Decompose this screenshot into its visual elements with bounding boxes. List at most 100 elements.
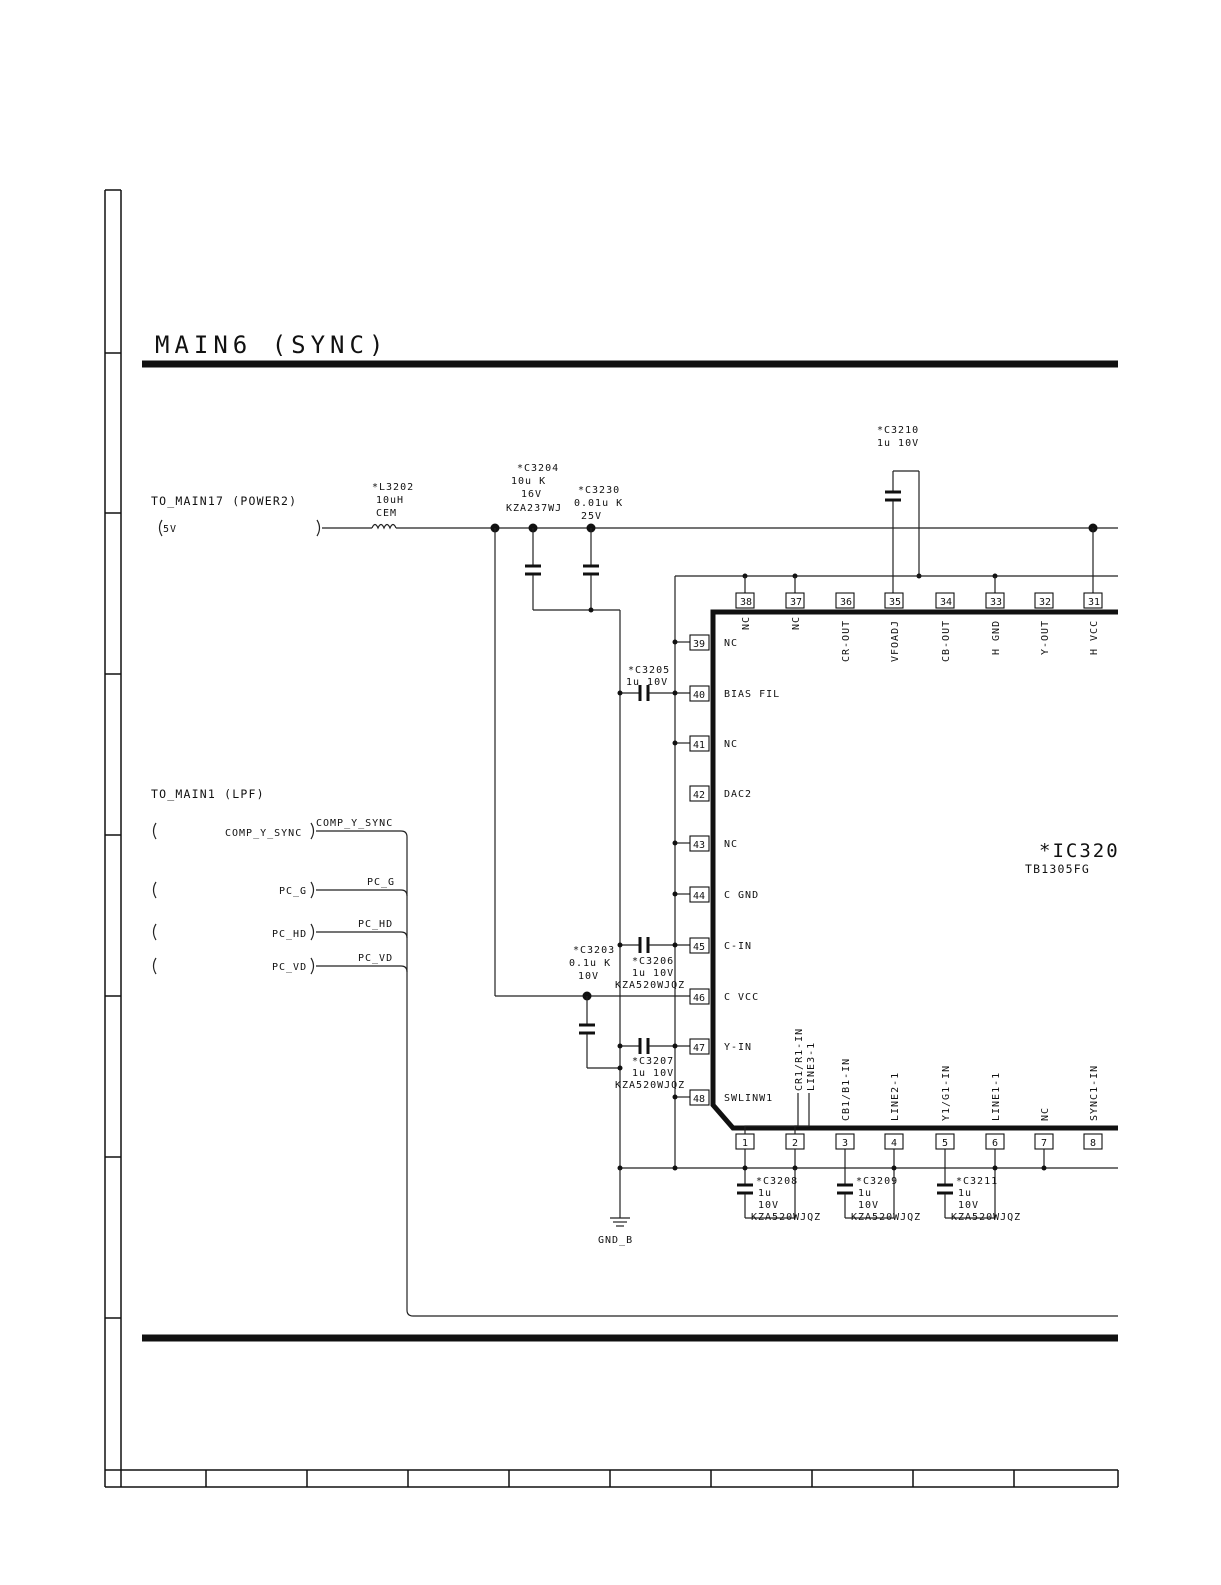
pin-number: 43 — [693, 840, 705, 851]
capacitor-C3204: *C3204 10u K 16V KZA237WJ — [506, 463, 620, 611]
power-pin-label: 5V — [163, 524, 177, 535]
pin-number: 41 — [693, 740, 705, 751]
C3209-value: 1u — [858, 1188, 872, 1199]
ic-pin-7: 7 NC — [1034, 1107, 1054, 1171]
ic-pin-31: 31 H VCC — [1083, 592, 1103, 655]
ic-pin-36: 36 CR-OUT — [835, 592, 855, 662]
pin-number: 47 — [693, 1043, 705, 1054]
pin-number: 7 — [1041, 1138, 1047, 1149]
lpf-pin-pc-vd: PC_VD PC_VD — [152, 953, 408, 975]
ic-pin-37: 37 NC — [785, 576, 805, 630]
pin-name: CR-OUT — [841, 620, 852, 662]
ic-left-pins: 39 NC 40 BIAS FIL 41 NC 42 DAC2 — [494, 528, 779, 1106]
net-label: PC_G — [367, 877, 395, 888]
C3207-part: KZA520WJQZ — [615, 1080, 685, 1091]
C3208-voltage: 10V — [758, 1200, 779, 1211]
pin-name: H VCC — [1089, 620, 1100, 655]
C3211-voltage: 10V — [958, 1200, 979, 1211]
ic-pin-35: 35 VFOADJ — [884, 592, 904, 662]
ic-top-pins: 38 NC 37 NC 36 CR-OUT 35 VFOADJ 34 CB-OU… — [735, 576, 1103, 662]
net-label: PC_VD — [358, 953, 393, 964]
capacitor-C3206: *C3206 1u 10V KZA520WJQZ — [615, 956, 684, 991]
pin-number: 34 — [940, 597, 952, 608]
pin-number: 40 — [693, 690, 705, 701]
ic-pin-40: 40 BIAS FIL — [617, 685, 779, 702]
ic-pin-47: 47 Y-IN — [617, 1038, 751, 1055]
net-label: COMP_Y_SYNC — [316, 818, 393, 829]
C3203-ref: *C3203 — [573, 945, 615, 956]
C3230-ref: *C3230 — [578, 485, 620, 496]
page-title: MAIN6 (SYNC) — [155, 331, 388, 359]
ic-ref: *IC320 — [1039, 840, 1120, 862]
pin-number: 3 — [842, 1138, 848, 1149]
C3230-voltage: 25V — [581, 511, 602, 522]
ic-pin-32: 32 Y-OUT — [1034, 592, 1054, 655]
C3208-part: KZA520WJQZ — [751, 1212, 821, 1223]
pin-number: 46 — [693, 993, 705, 1004]
C3206-value: 1u 10V — [632, 968, 674, 979]
pin-name: C-IN — [724, 941, 752, 952]
C3208-ref: *C3208 — [756, 1176, 798, 1187]
pin-number: 38 — [740, 597, 752, 608]
C3209-voltage: 10V — [858, 1200, 879, 1211]
C3210-value: 1u 10V — [877, 438, 919, 449]
ic-pin-38: 38 NC — [735, 576, 755, 630]
pin-label: PC_HD — [272, 929, 307, 940]
ic-pin-48: 48 SWLINW1 — [672, 1089, 772, 1106]
pin-name: Y-OUT — [1040, 620, 1051, 655]
pin-number: 32 — [1039, 597, 1051, 608]
ic-body-outline — [710, 609, 1118, 1131]
pin-number: 6 — [992, 1138, 998, 1149]
ic-pin-3: 3 CB1/B1-IN — [835, 1058, 855, 1184]
ic-pin-33: 33 H GND — [985, 576, 1005, 655]
lpf-pin-comp-y-sync: COMP_Y_SYNC COMP_Y_SYNC — [152, 818, 1118, 1317]
pin-name: C GND — [724, 890, 759, 901]
pin-1-leader-label: CR1/R1-IN — [794, 1028, 805, 1091]
C3209-ref: *C3209 — [856, 1176, 898, 1187]
ic-pin-46: 46 C VCC — [494, 528, 758, 1005]
ic-bottom-pins: 1 2 3 CB1/B1-IN 4 LINE2-1 5 Y1/G1-IN — [735, 1028, 1103, 1218]
C3211-value: 1u — [958, 1188, 972, 1199]
C3203-voltage: 10V — [578, 971, 599, 982]
ic-pin-39: 39 NC — [672, 634, 738, 651]
pin-number: 31 — [1088, 597, 1100, 608]
capacitor-C3207: *C3207 1u 10V KZA520WJQZ — [615, 1056, 685, 1091]
L3202-value: 10uH — [376, 495, 404, 506]
pin-number: 42 — [693, 790, 705, 801]
pin-number: 33 — [990, 597, 1002, 608]
L3202-type: CEM — [376, 508, 397, 519]
pin-2-leader-label: LINE3-1 — [806, 1042, 817, 1091]
ic-pin-2: 2 — [785, 1133, 805, 1171]
pin-number: 39 — [693, 639, 705, 650]
C3204-value: 10u K — [511, 476, 546, 487]
pin-name: NC — [791, 616, 802, 630]
C3208-value: 1u — [758, 1188, 772, 1199]
power-connector-heading: TO_MAIN17 (POWER2) — [151, 494, 297, 508]
pin-number: 8 — [1090, 1138, 1096, 1149]
lpf-connector-heading: TO_MAIN1 (LPF) — [151, 787, 265, 801]
lpf-pin-pc-hd: PC_HD PC_HD — [152, 919, 408, 941]
C3230-value: 0.01u K — [574, 498, 623, 509]
pin-name: NC — [1040, 1107, 1051, 1121]
pin-name: DAC2 — [724, 789, 752, 800]
pin-number: 2 — [792, 1138, 798, 1149]
pin-name: NC — [741, 616, 752, 630]
pin-number: 1 — [742, 1138, 748, 1149]
pin-number: 45 — [693, 942, 705, 953]
C3204-part: KZA237WJ — [506, 503, 562, 514]
C3207-ref: *C3207 — [632, 1056, 674, 1067]
capacitor-C3205: *C3205 1u 10V — [626, 665, 669, 688]
capacitor-C3209: *C3209 1u 10V KZA520WJQZ — [837, 1176, 920, 1223]
C3206-ref: *C3206 — [632, 956, 674, 967]
pin-name: CB1/B1-IN — [841, 1058, 852, 1121]
page-frame — [104, 189, 1119, 1488]
ic-pin-44: 44 C GND — [672, 886, 759, 903]
pin-name: NC — [724, 638, 738, 649]
C3204-ref: *C3204 — [517, 463, 559, 474]
ic-pin-8: 8 SYNC1-IN — [1083, 1065, 1103, 1150]
ic-pin-6: 6 LINE1-1 — [985, 1072, 1005, 1218]
capacitor-C3210: *C3210 1u 10V — [877, 425, 922, 593]
C3204-voltage: 16V — [521, 489, 542, 500]
capacitor-C3208: *C3208 1u 10V KZA520WJQZ — [737, 1168, 821, 1223]
C3210-ref: *C3210 — [877, 425, 919, 436]
